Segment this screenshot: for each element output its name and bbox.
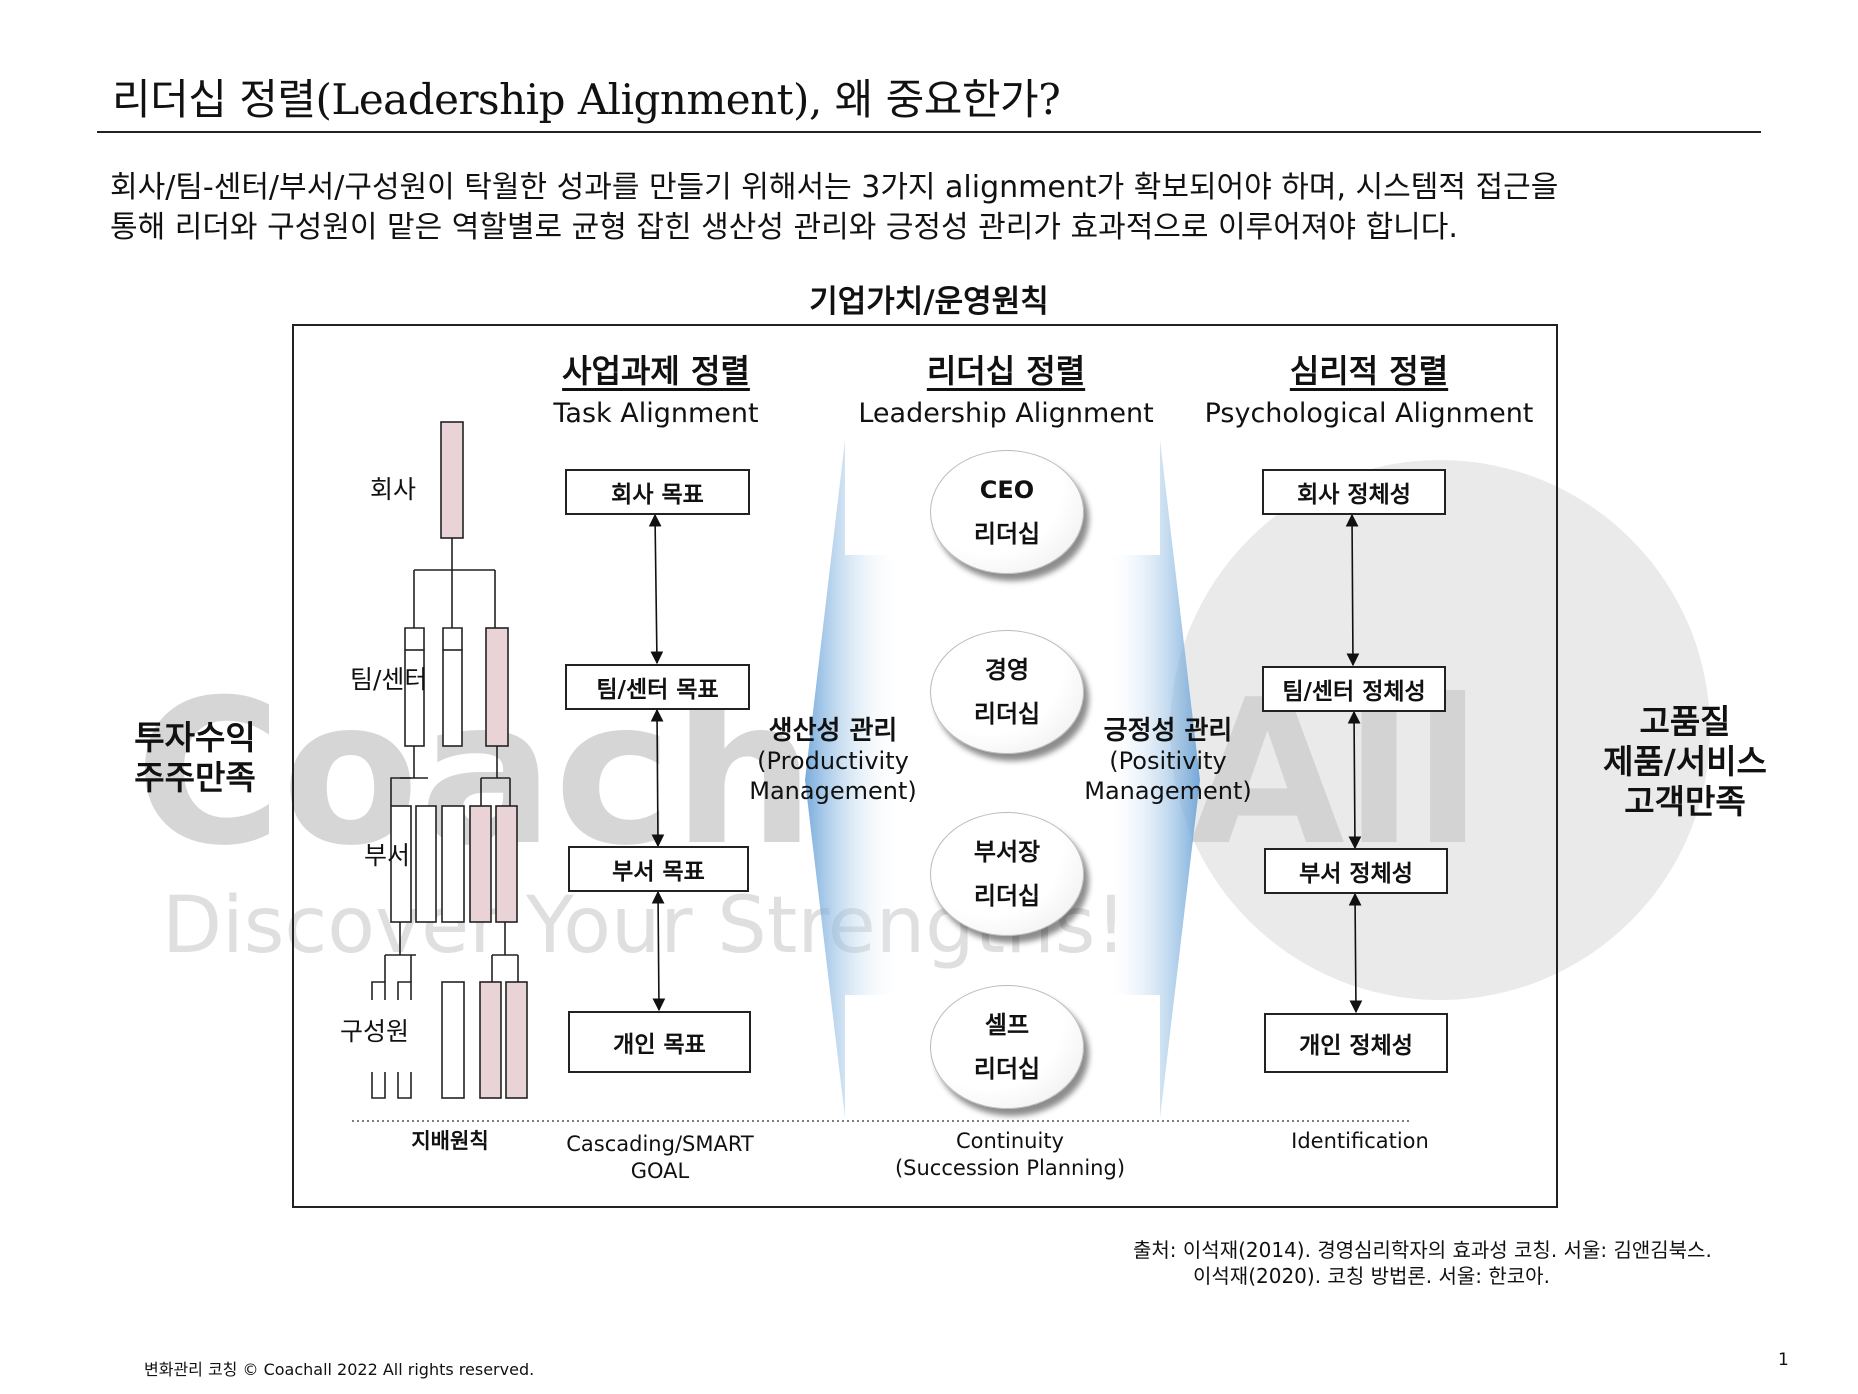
oval-executive-leadership: 경영 리더십 [930,630,1084,754]
left-outcome-line-2: 주주만족 [134,758,256,797]
right-outcome-line-3: 고객만족 [1624,782,1746,821]
oval-ceo-leadership: CEO 리더십 [930,450,1084,574]
diagram-frame [292,324,1558,1208]
psych-box-company: 회사 정체성 [1262,469,1446,515]
org-chart [371,421,528,1099]
title-divider [97,131,1761,133]
psych-box-team: 팀/센터 정체성 [1262,666,1446,712]
psych-connectors [1345,513,1363,1014]
org-level-team: 팀/센터 [350,665,428,694]
oval-self-line-2: 리더십 [973,1055,1041,1083]
psych-bottom-label: Identification [1291,1129,1429,1153]
intro-line-2: 통해 리더와 구성원이 맡은 역할별로 균형 잡힌 생산성 관리와 긍정성 관리… [110,210,1458,245]
task-bottom-line-2: GOAL [630,1159,690,1183]
task-box-dept: 부서 목표 [568,846,749,892]
positivity-en-1: (Positivity [1109,747,1227,775]
psych-box-individual: 개인 정체성 [1264,1013,1448,1073]
oval-self-line-1: 셀프 [984,1011,1030,1039]
psych-alignment-title-en: Psychological Alignment [1204,398,1534,429]
productivity-ko: 생산성 관리 [768,716,898,746]
positivity-ko: 긍정성 관리 [1103,716,1233,746]
leadership-bottom-label: Continuity (Succession Planning) [890,1128,1130,1182]
intro-paragraph: 회사/팀-센터/부서/구성원이 탁월한 성과를 만들기 위해서는 3가지 ali… [110,168,1810,248]
leadership-alignment-header: 리더십 정렬 Leadership Alignment [826,346,1186,429]
leadership-alignment-title-ko: 리더십 정렬 [926,352,1086,390]
task-bottom-label: Cascading/SMART GOAL [560,1131,760,1185]
task-box-individual: 개인 목표 [568,1011,751,1073]
oval-ceo-line-2: 리더십 [973,520,1041,548]
right-outcome-line-1: 고품질 [1639,702,1731,741]
oval-self-leadership: 셀프 리더십 [930,985,1084,1109]
org-level-member: 구성원 [340,1017,410,1046]
oval-ceo-line-1: CEO [979,476,1035,504]
productivity-management-label: 생산성 관리 (Productivity Management) [733,716,933,806]
source-line-1: 출처: 이석재(2014). 경영심리학자의 효과성 코칭. 서울: 김앤김북스… [1133,1238,1712,1262]
task-box-company: 회사 목표 [565,469,750,515]
task-box-team: 팀/센터 목표 [565,664,750,710]
intro-line-1: 회사/팀-센터/부서/구성원이 탁월한 성과를 만들기 위해서는 3가지 ali… [110,170,1559,205]
positivity-arrow [1105,440,1200,1118]
governance-principle-label: 지배원칙 [411,1129,489,1153]
right-outcome: 고품질 제품/서비스 고객만족 [1580,702,1790,822]
leadership-bottom-line-1: Continuity [955,1129,1064,1153]
oval-dept-head-leadership: 부서장 리더십 [930,812,1084,936]
psych-alignment-title-ko: 심리적 정렬 [1289,352,1449,390]
org-level-dept: 부서 [364,841,411,870]
task-alignment-title-en: Task Alignment [553,398,759,429]
task-bottom-line-1: Cascading/SMART [566,1132,754,1156]
productivity-en-2: Management) [749,777,917,805]
psych-box-dept: 부서 정체성 [1264,848,1448,894]
oval-dept-head-line-2: 리더십 [973,882,1041,910]
positivity-management-label: 긍정성 관리 (Positivity Management) [1068,716,1268,806]
leadership-alignment-title-en: Leadership Alignment [858,398,1154,429]
oval-dept-head-line-1: 부서장 [973,838,1041,866]
page-title: 리더십 정렬(Leadership Alignment), 왜 중요한가? [112,75,1061,124]
task-connectors [648,513,666,1012]
task-alignment-title-ko: 사업과제 정렬 [562,352,750,390]
task-alignment-header: 사업과제 정렬 Task Alignment [476,346,836,429]
oval-executive-line-1: 경영 [984,656,1030,684]
psych-alignment-header: 심리적 정렬 Psychological Alignment [1184,346,1554,429]
page-number: 1 [1778,1350,1789,1370]
productivity-en-1: (Productivity [757,747,909,775]
right-outcome-line-2: 제품/서비스 [1603,742,1767,781]
positivity-en-2: Management) [1084,777,1252,805]
left-outcome: 투자수익 주주만족 [110,718,280,798]
org-level-company: 회사 [370,475,417,504]
leadership-bottom-line-2: (Succession Planning) [894,1156,1126,1180]
source-line-2: 이석재(2020). 코칭 방법론. 서울: 한코아. [1193,1264,1550,1288]
left-outcome-line-1: 투자수익 [134,718,256,757]
footer-copyright: 변화관리 코칭 © Coachall 2022 All rights reser… [144,1360,535,1379]
productivity-arrow [805,440,900,1118]
corporate-values-label: 기업가치/운영원칙 [809,284,1049,320]
oval-executive-line-2: 리더십 [973,700,1041,728]
